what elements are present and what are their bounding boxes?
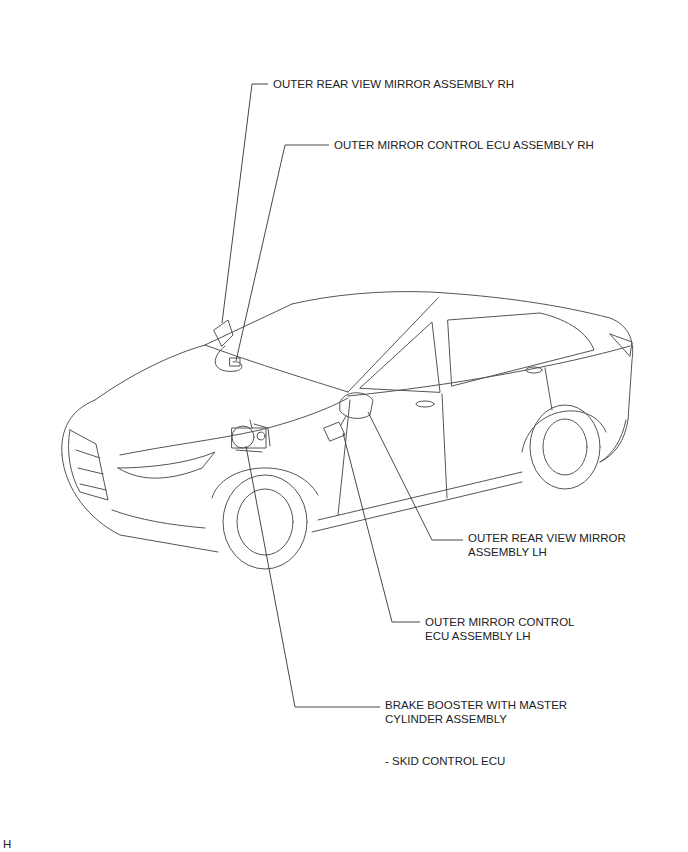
part-label: OUTER REAR VIEW MIRROR ASSEMBLY RH xyxy=(273,77,514,91)
part-label: OUTER REAR VIEW MIRROR ASSEMBLY LH xyxy=(468,531,646,559)
part-label: OUTER MIRROR CONTROL ECU ASSEMBLY RH xyxy=(334,138,594,152)
part-label: BRAKE BOOSTER WITH MASTER CYLINDER ASSEM… xyxy=(385,698,590,726)
part-label: - SKID CONTROL ECU xyxy=(385,754,505,768)
part-label: OUTER MIRROR CONTROL ECU ASSEMBLY LH xyxy=(425,615,597,643)
part-label: H xyxy=(3,837,11,851)
